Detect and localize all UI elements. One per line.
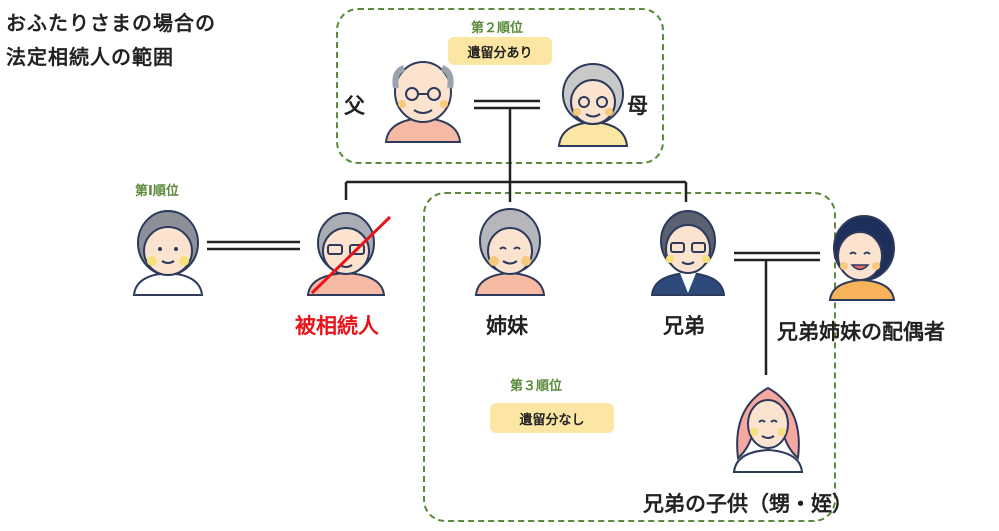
- decedent-cross-line: [310, 215, 392, 295]
- second-rank-label: 第２順位: [471, 21, 524, 36]
- parents-group-box: [336, 8, 664, 164]
- sibling-child-label: 兄弟の子供（甥・姪）: [643, 492, 853, 516]
- title-line-2: 法定相続人の範囲: [6, 45, 174, 69]
- sister-label: 姉妹: [486, 314, 528, 338]
- sibling-child-illustration: [732, 386, 804, 473]
- decedent-spouse-illustration: [132, 210, 204, 296]
- first-rank-label: 第Ⅰ順位: [135, 184, 179, 199]
- reserved-share-badge: 遺留分あり: [448, 37, 552, 65]
- no-reserved-share-badge: 遺留分なし: [490, 403, 614, 433]
- decedent-label: 被相続人: [295, 314, 379, 338]
- diagram-title: おふたりさまの場合の 法定相続人の範囲: [6, 6, 216, 74]
- mother-label: 母: [627, 94, 648, 118]
- brother-label: 兄弟: [663, 314, 705, 338]
- sibling-spouse-label: 兄弟姉妹の配偶者: [777, 320, 945, 344]
- sister-illustration: [474, 208, 546, 296]
- mother-illustration: [557, 63, 629, 147]
- father-label: 父: [344, 94, 365, 118]
- title-line-1: おふたりさまの場合の: [6, 11, 216, 35]
- father-illustration: [384, 61, 462, 143]
- sibling-spouse-illustration: [828, 215, 896, 301]
- third-rank-label: 第３順位: [510, 379, 563, 394]
- brother-illustration: [650, 210, 726, 296]
- decedent-illustration: [306, 212, 392, 296]
- siblings-group-box: [423, 192, 836, 522]
